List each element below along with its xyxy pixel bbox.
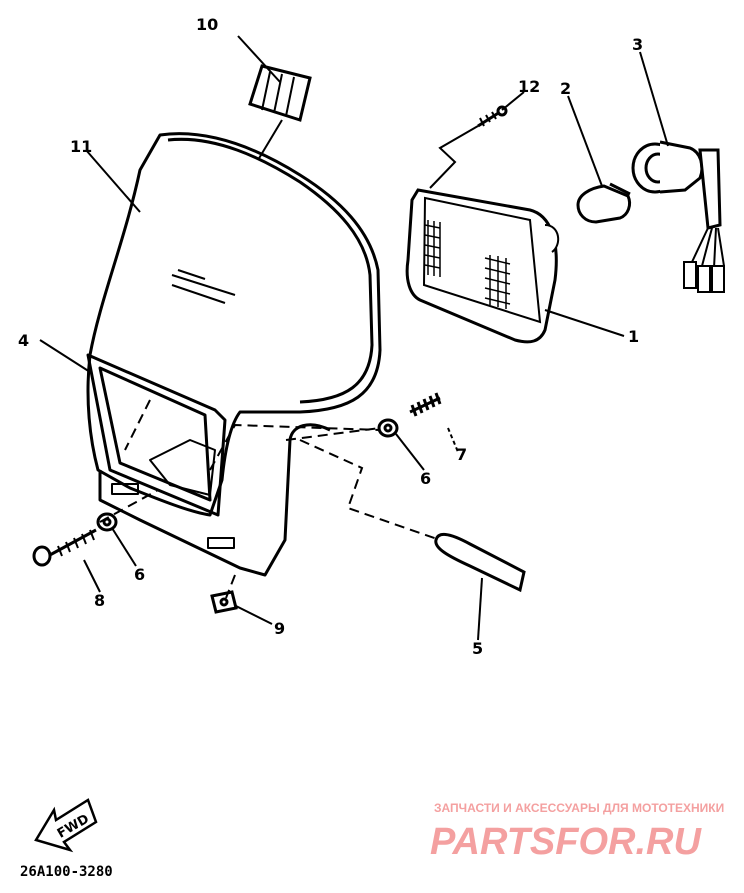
label-part-2: 2 xyxy=(560,79,571,98)
label-part-7: 7 xyxy=(456,445,467,464)
label-part-5: 5 xyxy=(472,639,483,658)
bolt-part-8 xyxy=(32,528,97,567)
watermark-tagline: ЗАПЧАСТИ И АКСЕССУАРЫ ДЛЯ МОТОТЕХНИКИ xyxy=(434,801,724,815)
leader-lines xyxy=(39,35,669,641)
label-part-11: 11 xyxy=(70,137,92,156)
screw-part-12 xyxy=(477,105,508,128)
watermark: ЗАПЧАСТИ И АКСЕССУАРЫ ДЛЯ МОТОТЕХНИКИ PA… xyxy=(430,801,724,863)
spring-part-7 xyxy=(409,392,442,417)
label-part-10: 10 xyxy=(196,15,218,34)
clip-part-9 xyxy=(210,590,238,614)
label-part-4: 4 xyxy=(18,331,29,350)
strap-part-5 xyxy=(434,533,526,593)
guide-line-12 xyxy=(429,125,479,189)
diagram-code: 26A100-3280 xyxy=(20,864,113,880)
fwd-arrow-icon xyxy=(34,798,98,853)
washer-part-6-lower xyxy=(96,512,118,532)
label-part-9: 9 xyxy=(274,619,285,638)
forward-direction-arrow: FWD xyxy=(34,798,98,853)
washer-part-6-upper xyxy=(377,418,399,438)
cover-part-10 xyxy=(248,64,312,122)
label-part-6-upper: 6 xyxy=(420,469,431,488)
socket-part-3 xyxy=(631,140,725,293)
bulb-part-2 xyxy=(576,182,632,224)
label-part-1: 1 xyxy=(628,327,639,346)
assembly-guides xyxy=(99,399,441,599)
part-labels: 1 2 3 4 5 6 6 7 8 9 10 11 12 xyxy=(18,15,643,658)
label-part-3: 3 xyxy=(632,35,643,54)
headlight-unit xyxy=(405,188,560,344)
headlight-cowl xyxy=(86,132,382,577)
label-part-6-lower: 6 xyxy=(134,565,145,584)
label-part-12: 12 xyxy=(518,77,540,96)
label-part-8: 8 xyxy=(94,591,105,610)
watermark-brand: PARTSFOR.RU xyxy=(430,821,702,863)
